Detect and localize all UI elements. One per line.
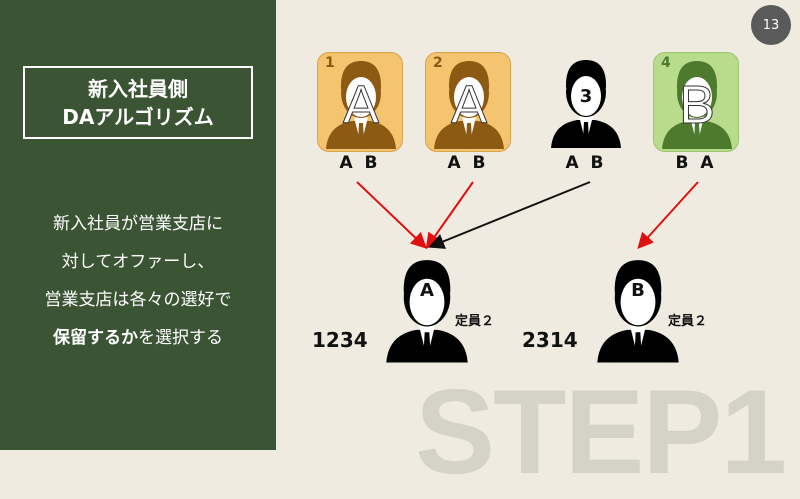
arrow-student4-to-B (637, 181, 699, 249)
left-panel: 新入社員側 DAアルゴリズム 新入社員が営業支店に 対してオファーし、 営業支店… (0, 0, 276, 450)
title-line-1: 新入社員側 (88, 77, 188, 101)
student-number: 4 (661, 55, 671, 71)
student-number: 2 (433, 55, 443, 71)
desc-line: 新入社員が営業支店に (53, 214, 223, 234)
student-preference: A B (339, 153, 381, 173)
page-number-badge: 13 (751, 5, 791, 45)
student-preference: A B (447, 153, 489, 173)
branch-label: B (631, 280, 645, 301)
branch-label: A (420, 280, 434, 301)
manager-icon (377, 246, 477, 372)
student-number: 3 (579, 86, 593, 107)
slide-title: 新入社員側 DAアルゴリズム (23, 66, 253, 139)
student-4: 4 B (653, 52, 739, 152)
student-preference: B A (675, 153, 717, 173)
branch-preference: 2314 (522, 328, 578, 352)
desc-line: 対してオファーし、 (61, 252, 215, 272)
student-1: 1 A (317, 52, 403, 152)
desc-bold: 保留するか (53, 328, 138, 348)
assigned-branch: A (450, 75, 488, 136)
desc-rest: を選択する (138, 328, 223, 348)
student-preference: A B (565, 153, 607, 173)
branch-preference: 1234 (312, 328, 368, 352)
desc-line: 保留するかを選択する (0, 319, 276, 357)
student-3: 3 (543, 52, 629, 152)
branch-A: A (377, 246, 477, 372)
assigned-branch: A (342, 75, 380, 136)
assigned-branch: B (678, 75, 716, 136)
arrow-student3-to-A (428, 181, 591, 249)
branch-B: B (588, 246, 688, 372)
title-line-2: DAアルゴリズム (62, 105, 214, 129)
branch-capacity: 定員２ (668, 314, 708, 329)
manager-icon (588, 246, 688, 372)
arrow-student2-to-A (425, 181, 474, 250)
desc-line: 営業支店は各々の選好で (44, 290, 232, 310)
student-number: 1 (325, 55, 335, 71)
branch-capacity: 定員２ (455, 314, 495, 329)
description: 新入社員が営業支店に 対してオファーし、 営業支店は各々の選好で 保留するかを選… (0, 205, 276, 357)
arrow-student1-to-A (356, 181, 427, 249)
offer-arrows (356, 181, 699, 250)
student-2: 2 A (425, 52, 511, 152)
